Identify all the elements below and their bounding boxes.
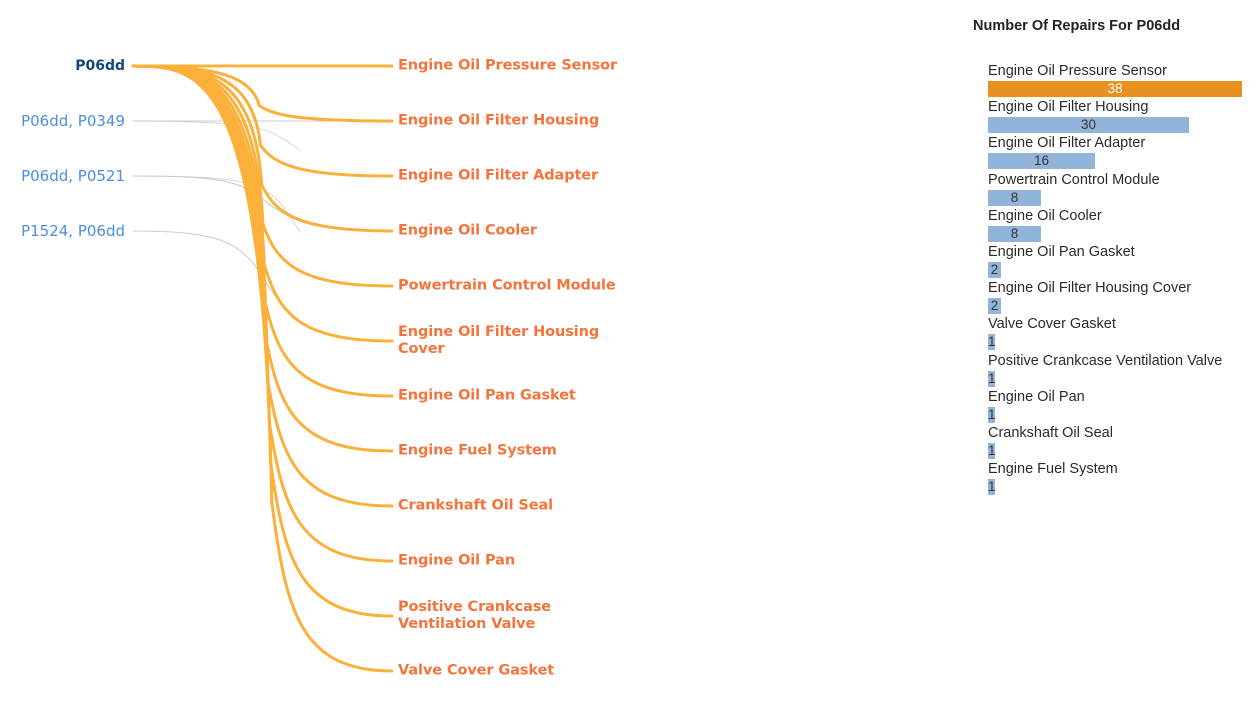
bar-fill[interactable] (988, 262, 1001, 278)
bar-track: 38 (988, 81, 1242, 97)
bar-fill[interactable] (988, 370, 995, 387)
bar-track: 1 (988, 334, 1242, 351)
bar-fill[interactable] (988, 334, 995, 351)
source-node-2[interactable]: P06dd, P0521 (21, 167, 125, 185)
target-node-9[interactable]: Engine Oil Pan (398, 552, 516, 569)
bar-track: 16 (988, 153, 1242, 170)
bar-value-label: 8 (1010, 189, 1019, 205)
bar-track: 1 (988, 479, 1242, 496)
target-node-2[interactable]: Engine Oil Filter Adapter (398, 167, 599, 184)
bar-fill[interactable] (988, 189, 1041, 206)
bar-category-label: Engine Oil Pan Gasket (988, 244, 1135, 260)
bar-fill[interactable] (988, 298, 1001, 315)
bar-fill[interactable] (988, 479, 995, 496)
bar-value-label: 1 (988, 479, 996, 495)
target-node-7[interactable]: Engine Fuel System (398, 442, 557, 459)
bar-category-label: Crankshaft Oil Seal (988, 425, 1113, 441)
bar-value-label: 2 (990, 262, 999, 277)
bar-value-label: 1 (988, 406, 996, 422)
bar-category-label: Powertrain Control Module (988, 171, 1160, 188)
bar-category-label: Engine Oil Filter Housing (988, 99, 1149, 116)
target-node-4[interactable]: Powertrain Control Module (398, 277, 616, 294)
bar-track: 8 (988, 225, 1242, 242)
bar-category-label: Engine Oil Filter Housing Cover (988, 280, 1192, 297)
bar-value-label: 38 (1107, 81, 1123, 96)
bar-value-label: 2 (990, 298, 999, 314)
source-node-0[interactable]: P06dd (75, 58, 125, 74)
target-node-10[interactable]: Positive Crankcase Ventilation Valve (398, 599, 552, 632)
bar-track: 1 (988, 406, 1242, 423)
source-node-1[interactable]: P06dd, P0349 (21, 112, 125, 130)
bar-value-label: 1 (988, 334, 996, 350)
target-node-8[interactable]: Crankshaft Oil Seal (398, 497, 554, 514)
bar-value-label: 1 (988, 370, 996, 386)
target-node-1[interactable]: Engine Oil Filter Housing (398, 112, 600, 129)
target-node-11[interactable]: Valve Cover Gasket (398, 662, 555, 679)
bar-chart-title: Number Of Repairs For P06dd (973, 18, 1181, 34)
target-node-5[interactable]: Engine Oil Filter Housing Cover (398, 324, 600, 357)
bar-category-label: Engine Oil Filter Adapter (988, 135, 1146, 152)
bar-track: 2 (988, 262, 1242, 278)
bar-fill[interactable] (988, 117, 1189, 134)
bar-fill[interactable] (988, 81, 1242, 97)
bar-value-label: 16 (1033, 153, 1050, 169)
bar-category-label: Valve Cover Gasket (988, 316, 1116, 333)
target-node-0[interactable]: Engine Oil Pressure Sensor (398, 57, 618, 74)
target-node-6[interactable]: Engine Oil Pan Gasket (398, 387, 576, 404)
bar-track: 8 (988, 189, 1242, 206)
bar-track: 30 (988, 117, 1242, 134)
target-node-3[interactable]: Engine Oil Cooler (398, 222, 537, 239)
bar-fill[interactable] (988, 443, 995, 459)
bar-track: 1 (988, 443, 1242, 459)
bar-value-label: 30 (1080, 117, 1097, 133)
bar-value-label: 1 (988, 443, 996, 458)
bar-category-label: Engine Oil Pan (988, 388, 1085, 405)
bar-category-label: Engine Oil Cooler (988, 207, 1102, 224)
repairs-bar-chart: Number Of Repairs For P06dd Engine Oil P… (960, 0, 1256, 713)
bar-track: 2 (988, 298, 1242, 315)
bar-value-label: 8 (1010, 225, 1019, 241)
bar-fill[interactable] (988, 406, 995, 423)
source-node-3[interactable]: P1524, P06dd (21, 222, 125, 240)
bar-category-label: Positive Crankcase Ventilation Valve (988, 352, 1223, 369)
bar-fill[interactable] (988, 225, 1041, 242)
bar-category-label: Engine Fuel System (988, 461, 1118, 478)
bar-fill[interactable] (988, 153, 1095, 170)
edge-bundling-links (131, 64, 394, 673)
bar-category-label: Engine Oil Pressure Sensor (988, 63, 1167, 79)
bar-track: 1 (988, 370, 1242, 387)
